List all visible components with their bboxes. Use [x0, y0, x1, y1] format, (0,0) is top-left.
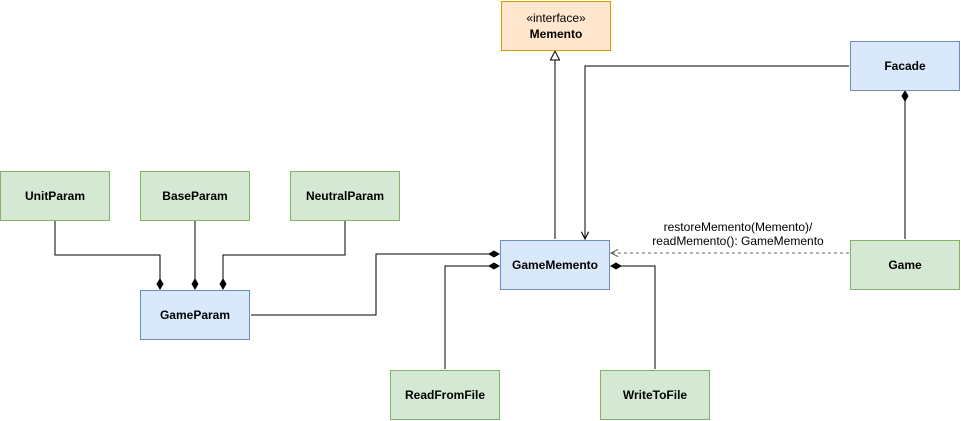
game-node[interactable]: Game — [850, 240, 960, 290]
edge-unitparam-gameparam — [54, 221, 164, 290]
game-name: Game — [888, 258, 922, 272]
edge-facade-gamememento — [585, 65, 849, 239]
memento-interface-node[interactable]: «interface» Memento — [501, 1, 611, 51]
facade-name: Facade — [884, 59, 926, 73]
unitparam-node[interactable]: UnitParam — [0, 171, 110, 221]
memento-stereotype: «interface» — [526, 11, 586, 25]
edge-writetofile-gamememento — [610, 262, 656, 369]
memento-name: Memento — [529, 27, 583, 41]
dependency-label-line-1: restoreMemento(Memento)/ — [663, 220, 813, 234]
edge-gameparam-gamememento — [251, 250, 500, 316]
gamememento-node[interactable]: GameMemento — [500, 240, 610, 290]
baseparam-node[interactable]: BaseParam — [140, 171, 250, 221]
gamememento-name: GameMemento — [511, 258, 599, 272]
dependency-label-line-2: readMemento(): GameMemento — [652, 234, 824, 248]
gameparam-name: GameParam — [159, 308, 231, 322]
writetofile-node[interactable]: WriteToFile — [600, 370, 710, 420]
dependency-edge-label: restoreMemento(Memento)/ readMemento(): … — [648, 220, 828, 248]
unitparam-name: UnitParam — [24, 189, 86, 203]
readfromfile-name: ReadFromFile — [404, 388, 485, 402]
facade-node[interactable]: Facade — [850, 41, 960, 91]
baseparam-name: BaseParam — [162, 189, 228, 203]
edge-readfromfile-gamememento — [444, 262, 500, 369]
neutralparam-node[interactable]: NeutralParam — [290, 171, 400, 221]
readfromfile-node[interactable]: ReadFromFile — [390, 370, 500, 420]
edge-neutralparam-gameparam — [219, 221, 346, 290]
neutralparam-name: NeutralParam — [305, 189, 385, 203]
writetofile-name: WriteToFile — [622, 388, 688, 402]
gameparam-node[interactable]: GameParam — [140, 290, 250, 340]
